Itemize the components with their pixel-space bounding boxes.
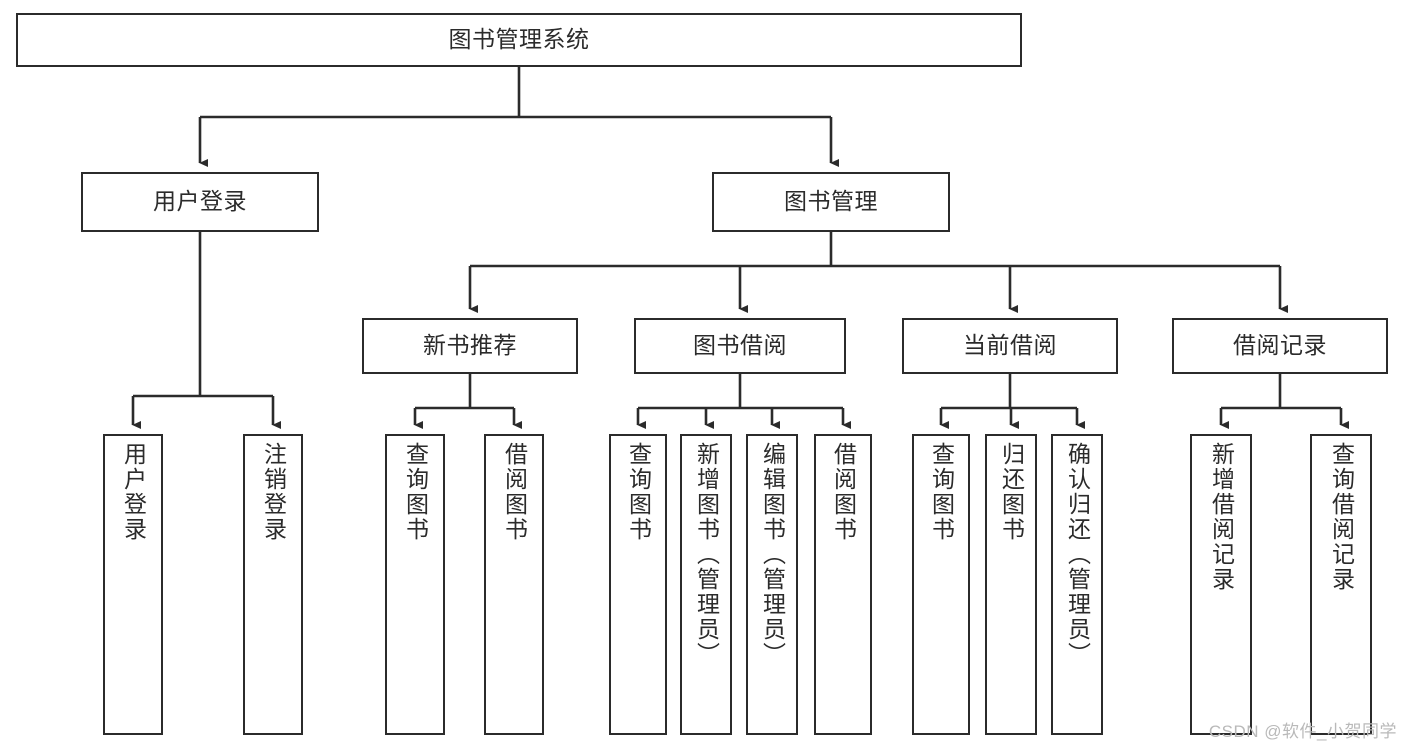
node-label: 注销登录 <box>260 442 287 542</box>
node-user-login: 用户登录 <box>81 172 319 232</box>
node-leaf-user-logout: 注销登录 <box>243 434 303 735</box>
node-label: 图书借阅 <box>693 332 787 359</box>
node-borrow-record: 借阅记录 <box>1172 318 1388 374</box>
node-label: 归还图书 <box>998 442 1025 542</box>
node-label: 借阅记录 <box>1233 332 1327 359</box>
node-leaf-add-record: 新增借阅记录 <box>1190 434 1252 735</box>
node-label: 借阅图书 <box>501 442 528 542</box>
node-label: 新增借阅记录 <box>1208 442 1235 592</box>
node-book-borrow: 图书借阅 <box>634 318 846 374</box>
node-label: 借阅图书 <box>830 442 857 542</box>
node-leaf-edit-book: 编辑图书（管理员） <box>746 434 798 735</box>
node-leaf-user-login: 用户登录 <box>103 434 163 735</box>
node-label: 编辑图书（管理员） <box>759 442 786 667</box>
node-label: 查询借阅记录 <box>1328 442 1355 592</box>
node-label: 当前借阅 <box>963 332 1057 359</box>
node-leaf-borrow-book-1: 借阅图书 <box>484 434 544 735</box>
node-label: 图书管理 <box>784 188 878 215</box>
node-root: 图书管理系统 <box>16 13 1022 67</box>
node-new-book-rec: 新书推荐 <box>362 318 578 374</box>
node-leaf-return-book: 归还图书 <box>985 434 1037 735</box>
node-label: 新书推荐 <box>423 332 517 359</box>
node-label: 查询图书 <box>625 442 652 542</box>
node-label: 用户登录 <box>153 188 247 215</box>
node-leaf-query-book-3: 查询图书 <box>912 434 970 735</box>
node-leaf-query-record: 查询借阅记录 <box>1310 434 1372 735</box>
node-label: 查询图书 <box>402 442 429 542</box>
node-leaf-borrow-book-2: 借阅图书 <box>814 434 872 735</box>
node-label: 确认归还（管理员） <box>1064 442 1091 667</box>
node-book-manage: 图书管理 <box>712 172 950 232</box>
node-leaf-query-book-1: 查询图书 <box>385 434 445 735</box>
node-label: 图书管理系统 <box>448 26 590 53</box>
node-current-borrow: 当前借阅 <box>902 318 1118 374</box>
node-label: 新增图书（管理员） <box>693 442 720 667</box>
node-leaf-confirm-return: 确认归还（管理员） <box>1051 434 1103 735</box>
node-label: 查询图书 <box>928 442 955 542</box>
node-leaf-query-book-2: 查询图书 <box>609 434 667 735</box>
node-label: 用户登录 <box>120 442 147 542</box>
node-leaf-add-book: 新增图书（管理员） <box>680 434 732 735</box>
